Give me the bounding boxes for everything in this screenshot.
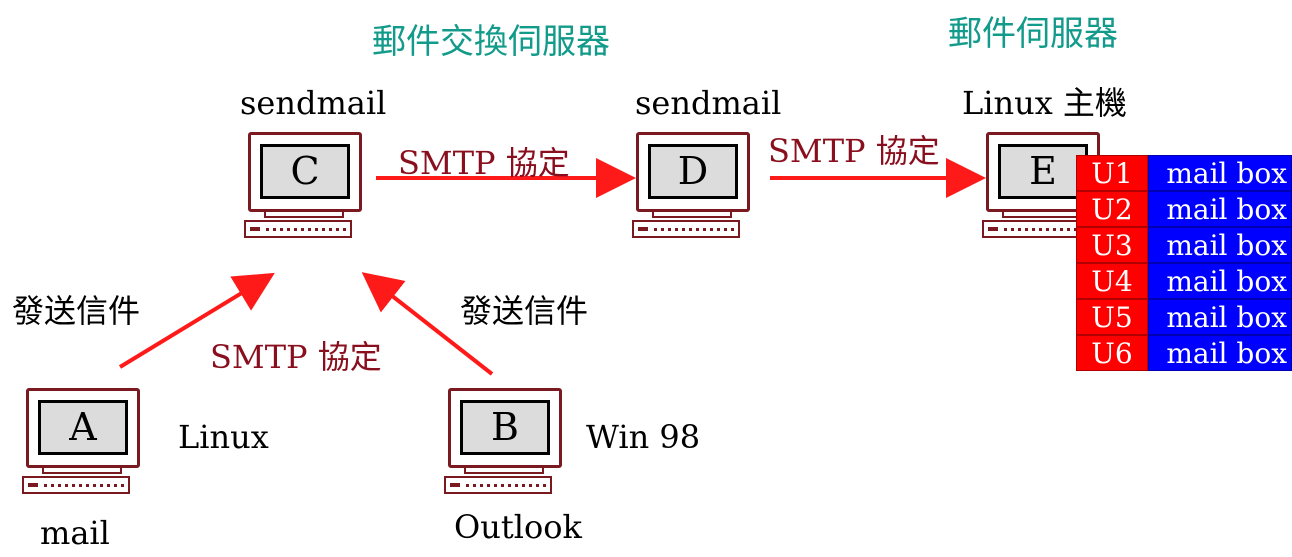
relay-server-title: 郵件交換伺服器 [372,22,610,62]
computer-d-letter: D [648,144,738,199]
computer-b-letter: B [460,400,550,455]
host-b-client: Outlook [454,508,582,546]
monitor: E [986,132,1100,212]
keyboard-icon [444,476,552,494]
keyboard-icon [244,220,352,238]
host-c-software: sendmail [240,84,387,122]
mailbox-user: U3 [1076,227,1148,263]
monitor: A [26,388,140,468]
monitor-stand [42,468,122,474]
computer-c-letter: C [260,144,350,199]
monitor-stand [264,212,344,218]
monitor-stand [1002,212,1082,218]
send-label-b: 發送信件 [460,292,589,330]
mailbox-user: U5 [1076,299,1148,335]
mailbox-user: U6 [1076,335,1148,371]
arrow-b-to-c [361,272,494,376]
mailbox-row: U2 mail box [1076,191,1292,227]
computer-c: C [244,132,368,242]
computer-b: B [444,388,568,498]
host-d-software: sendmail [635,84,782,122]
keyboard-icon [982,220,1090,238]
mailbox-row: U5 mail box [1076,299,1292,335]
mailbox-table: U1 mail box U2 mail box U3 mail box U4 m… [1076,155,1292,371]
protocol-label-clients: SMTP 協定 [210,338,382,376]
mailbox-row: U1 mail box [1076,155,1292,191]
send-label-a: 發送信件 [12,292,141,330]
computer-e-letter: E [998,144,1088,199]
monitor-stand [464,468,544,474]
keyboard-icon [22,476,130,494]
computer-d: D [632,132,756,242]
mailbox-row: U6 mail box [1076,335,1292,371]
computer-a-letter: A [38,400,128,455]
host-b-os: Win 98 [586,418,701,456]
host-a-os: Linux [178,418,269,456]
computer-a: A [22,388,146,498]
monitor-stand [652,212,732,218]
mailbox-label: mail box [1148,155,1292,191]
monitor: D [636,132,750,212]
computer-e: E [982,132,1106,242]
monitor: B [448,388,562,468]
host-e-label: Linux 主機 [962,84,1127,122]
mailbox-user: U4 [1076,263,1148,299]
host-a-client: mail [40,514,110,552]
protocol-label-c-d: SMTP 協定 [398,144,570,182]
mailbox-label: mail box [1148,191,1292,227]
mailbox-row: U4 mail box [1076,263,1292,299]
monitor: C [248,132,362,212]
mailbox-label: mail box [1148,299,1292,335]
mailbox-label: mail box [1148,227,1292,263]
mailbox-user: U1 [1076,155,1148,191]
mailbox-label: mail box [1148,263,1292,299]
protocol-label-d-e: SMTP 協定 [768,132,940,170]
mailbox-row: U3 mail box [1076,227,1292,263]
arrow-a-to-c [118,272,275,369]
mailbox-user: U2 [1076,191,1148,227]
mail-server-title: 郵件伺服器 [948,14,1118,54]
mailbox-label: mail box [1148,335,1292,371]
keyboard-icon [632,220,740,238]
